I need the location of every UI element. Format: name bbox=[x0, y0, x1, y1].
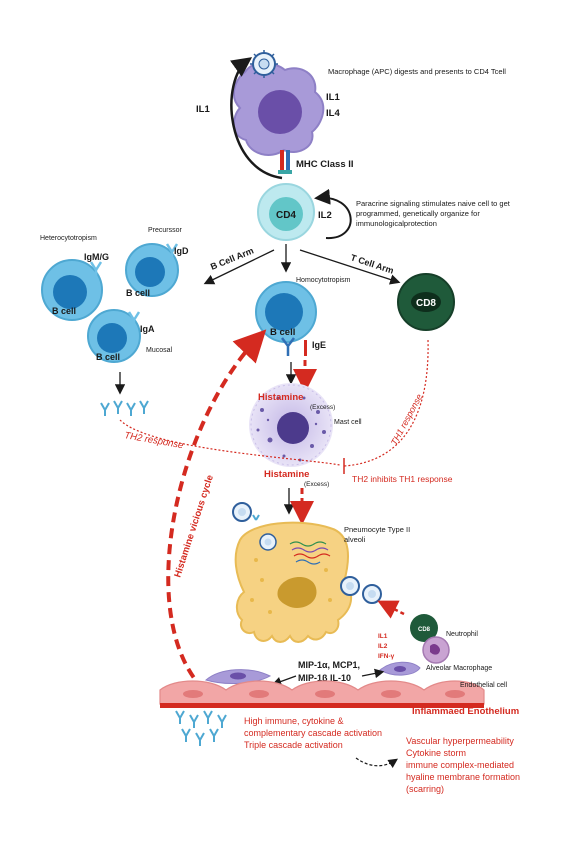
alveolar-macrophage-label: Alveolar Macrophage bbox=[426, 665, 492, 672]
antibodies-icon bbox=[100, 400, 149, 416]
mip-line2: MIP-1β IL-10 bbox=[298, 673, 351, 683]
virus-icon bbox=[232, 502, 260, 522]
outcome-line5: (scarring) bbox=[406, 784, 444, 794]
pneumocyte-label-line2: alveoli bbox=[344, 535, 366, 544]
cyt-ifn-label: IFN-γ bbox=[378, 653, 395, 660]
th2-response-label: TH2 response bbox=[123, 430, 184, 451]
outcome-line1: Vascular hyperpermeability bbox=[406, 736, 514, 746]
excess-bottom-label: (Excess) bbox=[304, 481, 329, 488]
histamine-top-label: Histamine bbox=[258, 392, 303, 403]
t-cell-arm-label: T Cell Arm bbox=[349, 252, 395, 275]
cd8-cell: CD8 bbox=[397, 273, 455, 331]
il1-left-label: IL1 bbox=[196, 104, 210, 115]
paracrine-text-line2: programmed, genetically organize for bbox=[356, 209, 480, 218]
heterocytotropism-label: Heterocytotropism bbox=[40, 235, 97, 242]
b-cell-igd: B cell bbox=[125, 243, 179, 298]
il1-feedback-arrow bbox=[229, 57, 283, 180]
neutrophil-label: Neutrophil bbox=[446, 631, 478, 638]
virus-icon bbox=[250, 50, 278, 78]
inflamed-label: Inflammaed Enothelium bbox=[412, 706, 519, 717]
b-cell-1-label: B cell bbox=[52, 306, 76, 316]
cd4-label: CD4 bbox=[276, 210, 296, 221]
ige-label: IgE bbox=[312, 340, 326, 350]
th2-inhibits-label: TH2 inhibits TH1 response bbox=[352, 474, 453, 484]
virus-icon bbox=[340, 576, 360, 596]
b-cell-main-label: B cell bbox=[270, 327, 295, 338]
histamine-vicious-cycle-arrow bbox=[166, 329, 267, 702]
iga-label: IgA bbox=[140, 324, 155, 334]
cd4-cell: CD4 bbox=[257, 183, 315, 241]
macrophage-cell bbox=[232, 50, 325, 156]
cytokine-red-arrow bbox=[377, 600, 405, 619]
igmg-label: IgM/G bbox=[84, 252, 109, 262]
immune-line1: High immune, cytokine & bbox=[244, 716, 344, 726]
il2-label: IL2 bbox=[318, 210, 332, 221]
neutrophil-cell bbox=[422, 636, 450, 664]
b-cell-arm-label: B Cell Arm bbox=[209, 245, 255, 271]
cyt-il2-label: IL2 bbox=[378, 643, 388, 650]
b-cell-2-label: B cell bbox=[126, 288, 150, 298]
paracrine-arrow bbox=[314, 188, 352, 240]
igd-label: IgD bbox=[174, 246, 189, 256]
mucosal-label: Mucosal bbox=[146, 347, 173, 354]
virus-icon bbox=[362, 584, 382, 604]
cd8-small-label: CD8 bbox=[418, 627, 431, 633]
virus-icon bbox=[259, 533, 277, 551]
macrophage-on-endothelium bbox=[204, 669, 272, 684]
pneumocyte-label-line1: Pneumocyte Type II bbox=[344, 525, 410, 534]
macrophage-caption: Macrophage (APC) digests and presents to… bbox=[328, 67, 506, 76]
t-cell-arm-arrow bbox=[299, 249, 401, 285]
precursor-label: Precurssor bbox=[148, 227, 183, 234]
paracrine-text-line3: immunologicalprotection bbox=[356, 219, 437, 228]
antibodies-icon bbox=[175, 710, 227, 746]
b-cell-igmg: B cell bbox=[41, 259, 103, 321]
mhc-label: MHC Class II bbox=[296, 159, 354, 170]
b-cell-iga: B cell bbox=[87, 309, 141, 363]
b-cell-main: B cell bbox=[255, 281, 317, 343]
ige-receptor-icon bbox=[281, 337, 307, 356]
histamine-bottom-label: Histamine bbox=[264, 469, 309, 480]
mip-line1: MIP-1α, MCP1, bbox=[298, 660, 360, 670]
macrophage-il1-label: IL1 bbox=[326, 92, 340, 103]
alveolar-macrophage bbox=[379, 661, 421, 676]
outcome-line4: hyaline membrane formation bbox=[406, 772, 520, 782]
outcome-line2: Cytokine storm bbox=[406, 748, 466, 758]
pneumocyte-cell bbox=[234, 521, 353, 643]
cyt-il1-label: IL1 bbox=[378, 633, 388, 640]
mast-cell bbox=[249, 383, 333, 467]
macrophage-il4-label: IL4 bbox=[326, 108, 340, 119]
paracrine-text-line1: Paracrine signaling stimulates naive cel… bbox=[356, 199, 511, 208]
immune-line2: complementary cascade activation bbox=[244, 728, 382, 738]
endothelium bbox=[159, 680, 485, 708]
mast-cell-label: Mast cell bbox=[334, 419, 362, 426]
b-cell-arm-arrow bbox=[203, 249, 275, 285]
cd8-small-cell: CD8 bbox=[410, 614, 438, 642]
mhc-receptor-icon bbox=[278, 150, 292, 174]
endothelial-label: Endothelial cell bbox=[460, 682, 508, 689]
excess-top-label: (Excess) bbox=[310, 404, 335, 411]
homocytotropism-label: Homocytotropism bbox=[296, 277, 351, 284]
outcome-line3: immune complex-mediated bbox=[406, 760, 514, 770]
cd8-label: CD8 bbox=[416, 298, 436, 309]
immune-line3: Triple cascade activation bbox=[244, 740, 343, 750]
th1-response-label: TH1 response bbox=[389, 392, 424, 447]
outcome-dashed-arrow bbox=[355, 757, 398, 768]
mip-arrow-right bbox=[361, 668, 385, 679]
b-cell-3-label: B cell bbox=[96, 352, 120, 362]
